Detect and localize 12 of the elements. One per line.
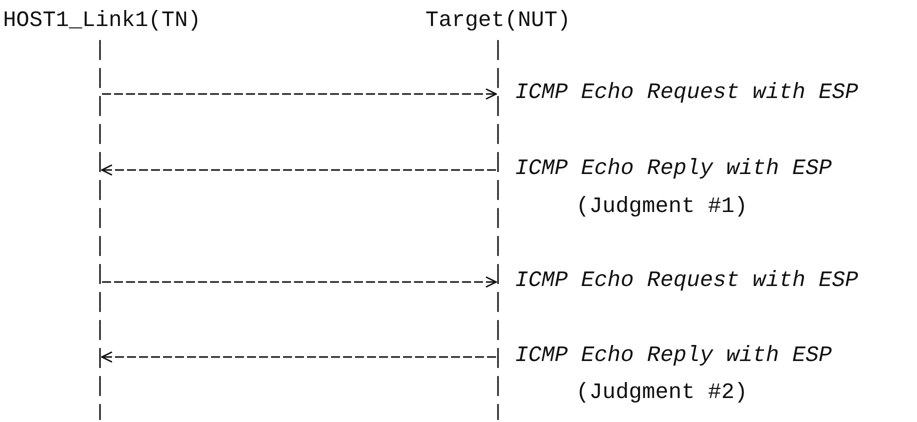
edge-label: ICMP Echo Request with ESP [515, 268, 858, 294]
edge-label: ICMP Echo Reply with ESP [515, 156, 832, 182]
arrow [102, 88, 497, 100]
participant-name: HOST1_Link1(TN) [2, 8, 202, 34]
arrow [101, 351, 496, 363]
participant-name: Target(NUT) [425, 8, 571, 34]
arrow [102, 276, 497, 288]
arrow [101, 164, 496, 176]
note-text: (Judgment #2) [576, 380, 748, 406]
note-text: (Judgment #1) [576, 194, 748, 220]
edge-label: ICMP Echo Reply with ESP [515, 343, 832, 369]
edge-label: ICMP Echo Request with ESP [515, 80, 858, 106]
